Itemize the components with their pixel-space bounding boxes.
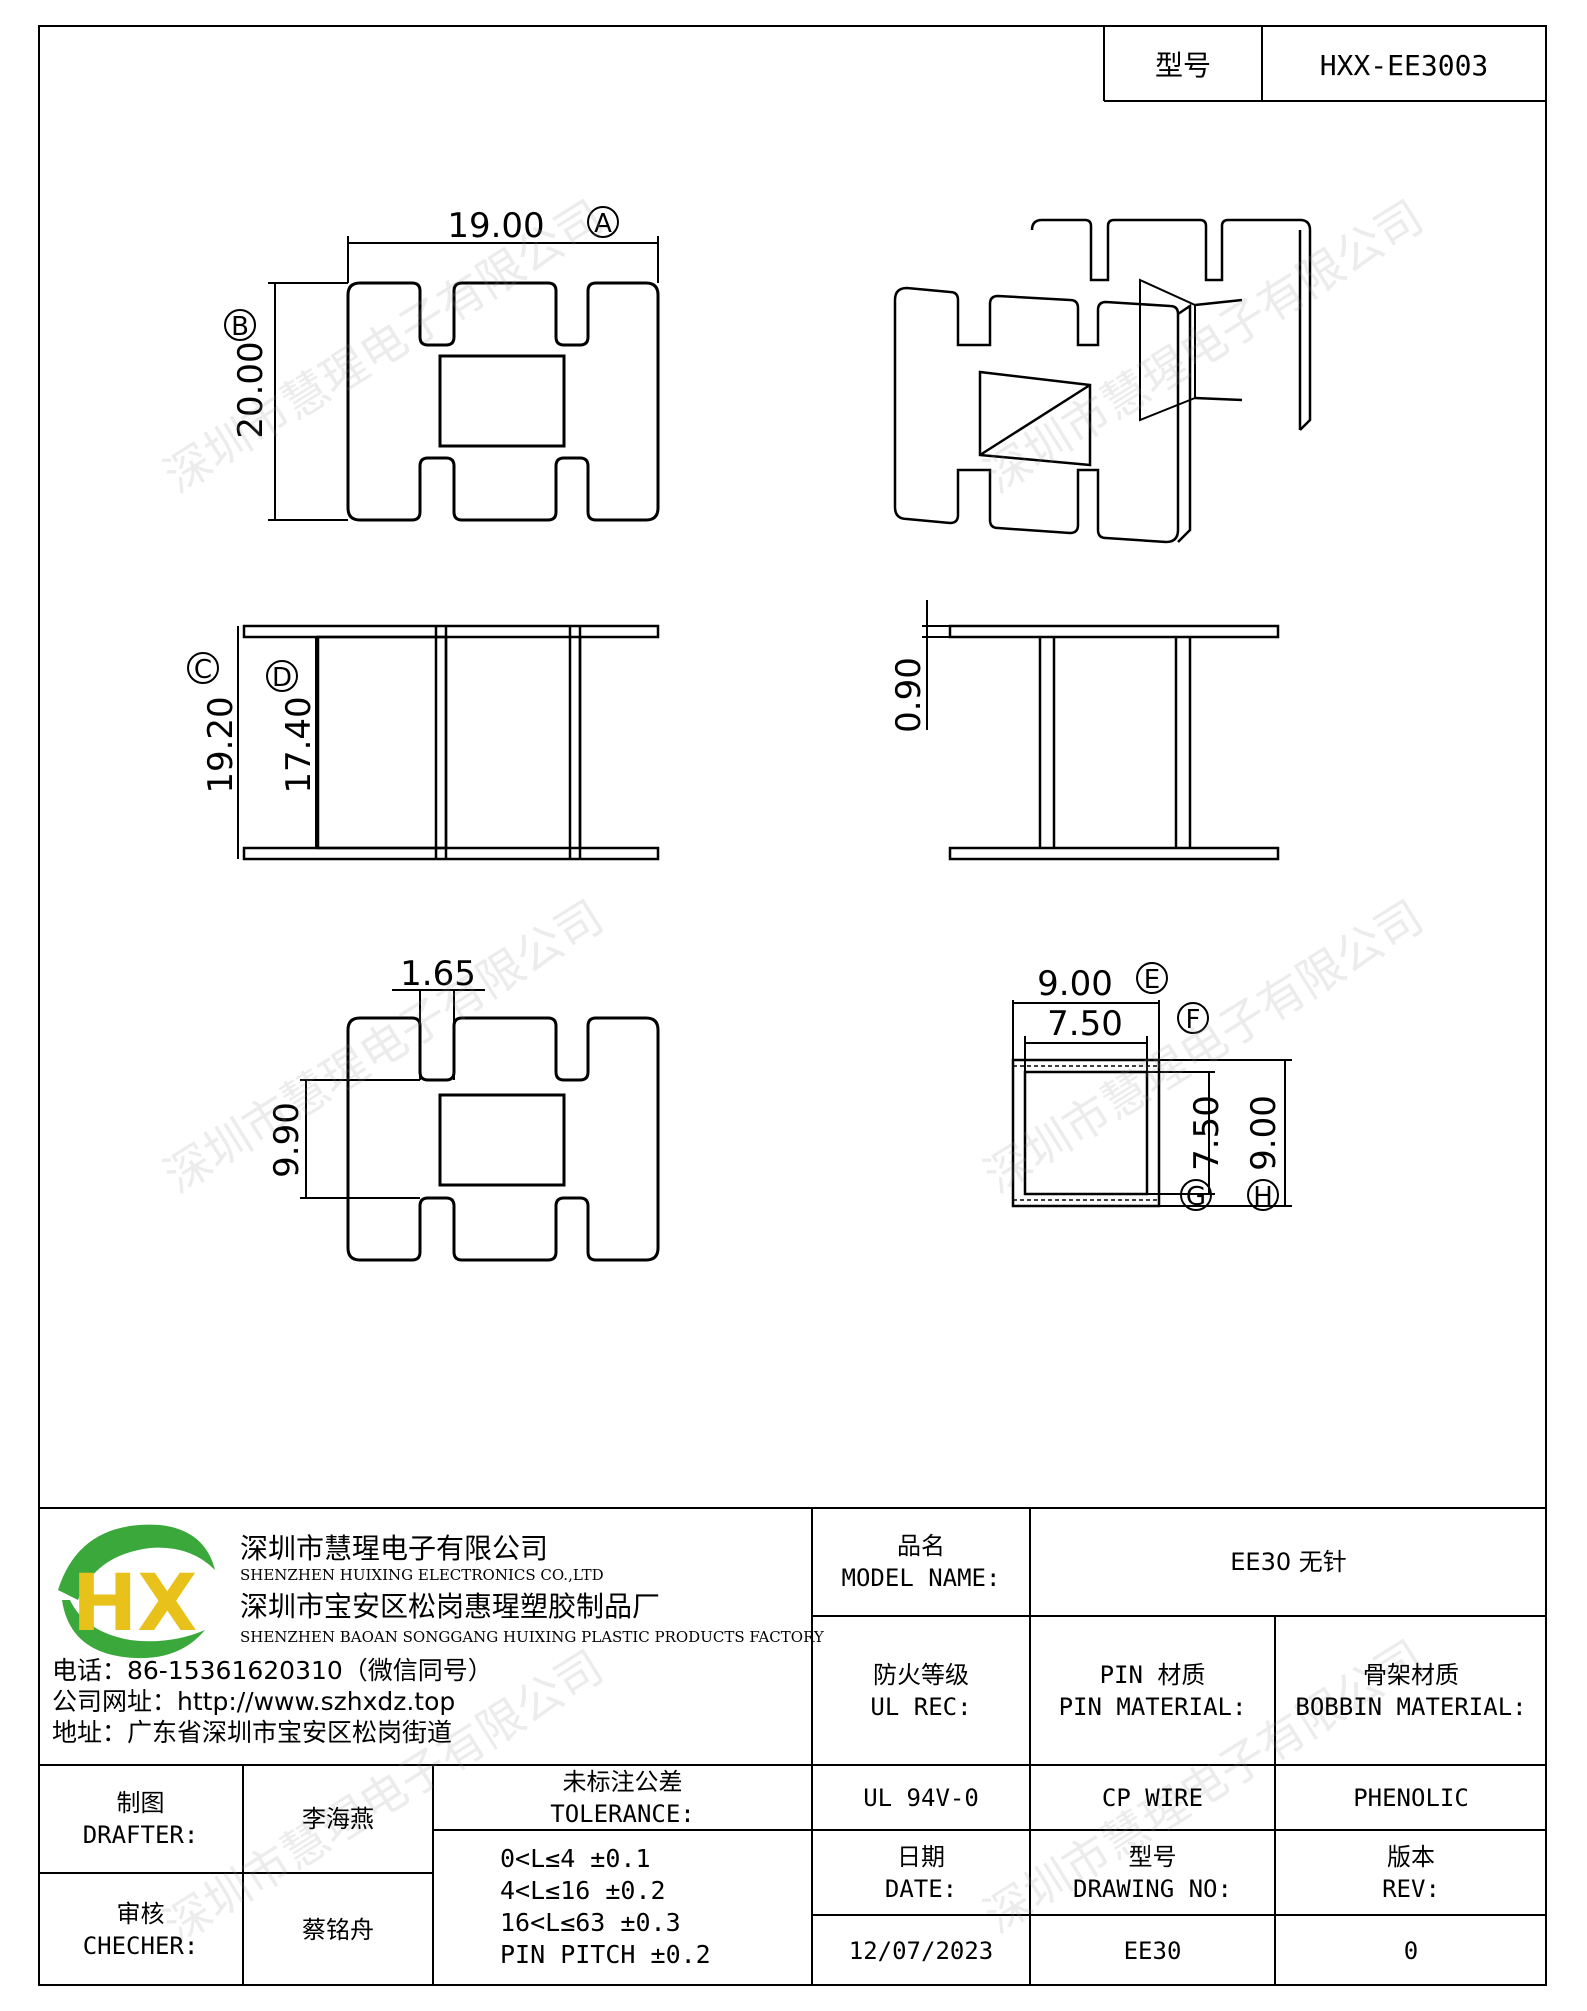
date-en: DATE: xyxy=(884,1874,958,1903)
marker-f: F xyxy=(1186,1005,1201,1035)
checker-label: 审核 CHECHER: xyxy=(38,1873,243,1986)
rev-value: 0 xyxy=(1403,1936,1419,1965)
tolerance-en: TOLERANCE: xyxy=(550,1799,695,1828)
tolerance-line-3: 16<L≤63 ±0.3 xyxy=(500,1908,681,1937)
date-label: 日期 DATE: xyxy=(812,1830,1030,1915)
company-logo: HX xyxy=(58,1524,215,1659)
rev-cn: 版本 xyxy=(1387,1842,1435,1871)
drawing-no-value: EE30 xyxy=(1123,1936,1182,1965)
factory-name-cn: 深圳市宝安区松岗惠瑆塑胶制品厂 xyxy=(240,1590,661,1623)
drawing-no-cn: 型号 xyxy=(1128,1842,1177,1871)
logo-text: HX xyxy=(72,1559,197,1649)
company-name-en: SHENZHEN HUIXING ELECTRONICS CO.,LTD xyxy=(240,1566,604,1584)
front-view xyxy=(346,281,660,522)
bobbin-material-value: PHENOLIC xyxy=(1353,1783,1469,1812)
ul-rec-value: UL 94V-0 xyxy=(863,1783,979,1812)
marker-c: C xyxy=(194,655,212,685)
dim-g-value: 7.50 xyxy=(1187,1095,1227,1171)
tolerance-line-2: 4<L≤16 ±0.2 xyxy=(500,1876,666,1905)
model-name-cn: 品名 xyxy=(897,1532,945,1560)
ul-rec-label: 防火等级 UL REC: xyxy=(812,1616,1030,1765)
drafter-cn: 制图 xyxy=(116,1789,165,1817)
dim-a-value: 19.00 xyxy=(447,206,544,246)
dim-thickness-value: 0.90 xyxy=(889,657,929,733)
company-name-cn: 深圳市慧瑆电子有限公司 xyxy=(240,1532,549,1565)
drafter-label: 制图 DRAFTER: xyxy=(38,1765,243,1873)
bobbin-material-label: 骨架材质 BOBBIN MATERIAL: xyxy=(1275,1616,1547,1765)
pin-material-cn: PIN 材质 xyxy=(1099,1660,1206,1689)
bottom-view xyxy=(346,1016,660,1262)
dim-slot-span-value: 9.90 xyxy=(267,1102,307,1178)
drawing-no-en: DRAWING NO: xyxy=(1073,1874,1232,1903)
model-name-value: EE30 无针 xyxy=(1230,1548,1347,1576)
checker-cn: 审核 xyxy=(116,1899,165,1928)
marker-g: G xyxy=(1186,1182,1206,1212)
company-address: 地址：广东省深圳市宝安区松岗街道 xyxy=(52,1718,453,1747)
bobbin-material-cn: 骨架材质 xyxy=(1363,1660,1459,1689)
dim-d-value: 17.40 xyxy=(279,696,319,793)
dim-f-value: 7.50 xyxy=(1047,1004,1123,1044)
isometric-view xyxy=(893,218,1312,544)
dim-e-value: 9.00 xyxy=(1037,964,1113,1004)
dim-slot xyxy=(300,989,485,1199)
date-cn: 日期 xyxy=(897,1842,945,1871)
marker-d: D xyxy=(272,663,292,693)
model-name-label: 品名 MODEL NAME: xyxy=(812,1508,1030,1616)
dim-b-value: 20.00 xyxy=(231,341,271,438)
drafter-en: DRAFTER: xyxy=(82,1821,199,1849)
tolerance-line-4: PIN PITCH ±0.2 xyxy=(500,1940,711,1969)
drawing-no-label: 型号 DRAWING NO: xyxy=(1030,1830,1275,1915)
dim-a xyxy=(347,206,659,283)
checker-name: 蔡铭舟 xyxy=(302,1915,374,1944)
core-section xyxy=(1011,1058,1161,1208)
tolerance-cn: 未标注公差 xyxy=(562,1767,683,1796)
date-value: 12/07/2023 xyxy=(848,1936,994,1965)
title-block-grid xyxy=(38,1507,1547,1986)
rev-en: REV: xyxy=(1382,1874,1440,1903)
model-label: 型号 xyxy=(1155,49,1211,82)
marker-h: H xyxy=(1253,1182,1273,1212)
dim-c-d xyxy=(187,626,317,859)
rev-label: 版本 REV: xyxy=(1275,1830,1547,1915)
bobbin-material-en: BOBBIN MATERIAL: xyxy=(1295,1692,1527,1721)
model-value: HXX-EE3003 xyxy=(1320,49,1489,82)
ul-rec-cn: 防火等级 xyxy=(873,1660,969,1689)
checker-en: CHECHER: xyxy=(82,1931,199,1960)
model-name-en: MODEL NAME: xyxy=(841,1564,1001,1592)
tolerance-line-1: 0<L≤4 ±0.1 xyxy=(500,1844,651,1873)
dim-h-value: 9.00 xyxy=(1244,1095,1284,1171)
dim-slot-value: 1.65 xyxy=(400,954,476,994)
side-view-right xyxy=(948,624,1280,861)
marker-b: B xyxy=(231,312,249,342)
factory-name-en: SHENZHEN BAOAN SONGGANG HUIXING PLASTIC … xyxy=(240,1628,824,1646)
pin-material-label: PIN 材质 PIN MATERIAL: xyxy=(1030,1616,1275,1765)
dim-c-value: 19.20 xyxy=(201,696,241,793)
tolerance-label: 未标注公差 TOLERANCE: xyxy=(433,1765,812,1830)
dim-e-f-g-h xyxy=(1012,962,1292,1211)
dim-b xyxy=(224,282,348,521)
pin-material-value: CP WIRE xyxy=(1101,1783,1204,1812)
company-website: 公司网址：http://www.szhxdz.top xyxy=(52,1687,456,1716)
drafter-name: 李海燕 xyxy=(302,1805,374,1833)
pin-material-en: PIN MATERIAL: xyxy=(1058,1692,1247,1721)
drawing-sheet xyxy=(38,25,1547,1986)
company-phone: 电话：86-15361620310（微信同号） xyxy=(52,1656,493,1685)
marker-e: E xyxy=(1144,965,1160,995)
marker-a: A xyxy=(594,209,612,239)
header-box xyxy=(1103,25,1547,102)
ul-rec-en: UL REC: xyxy=(870,1692,972,1721)
side-view xyxy=(242,624,660,861)
dim-thickness xyxy=(922,600,950,730)
